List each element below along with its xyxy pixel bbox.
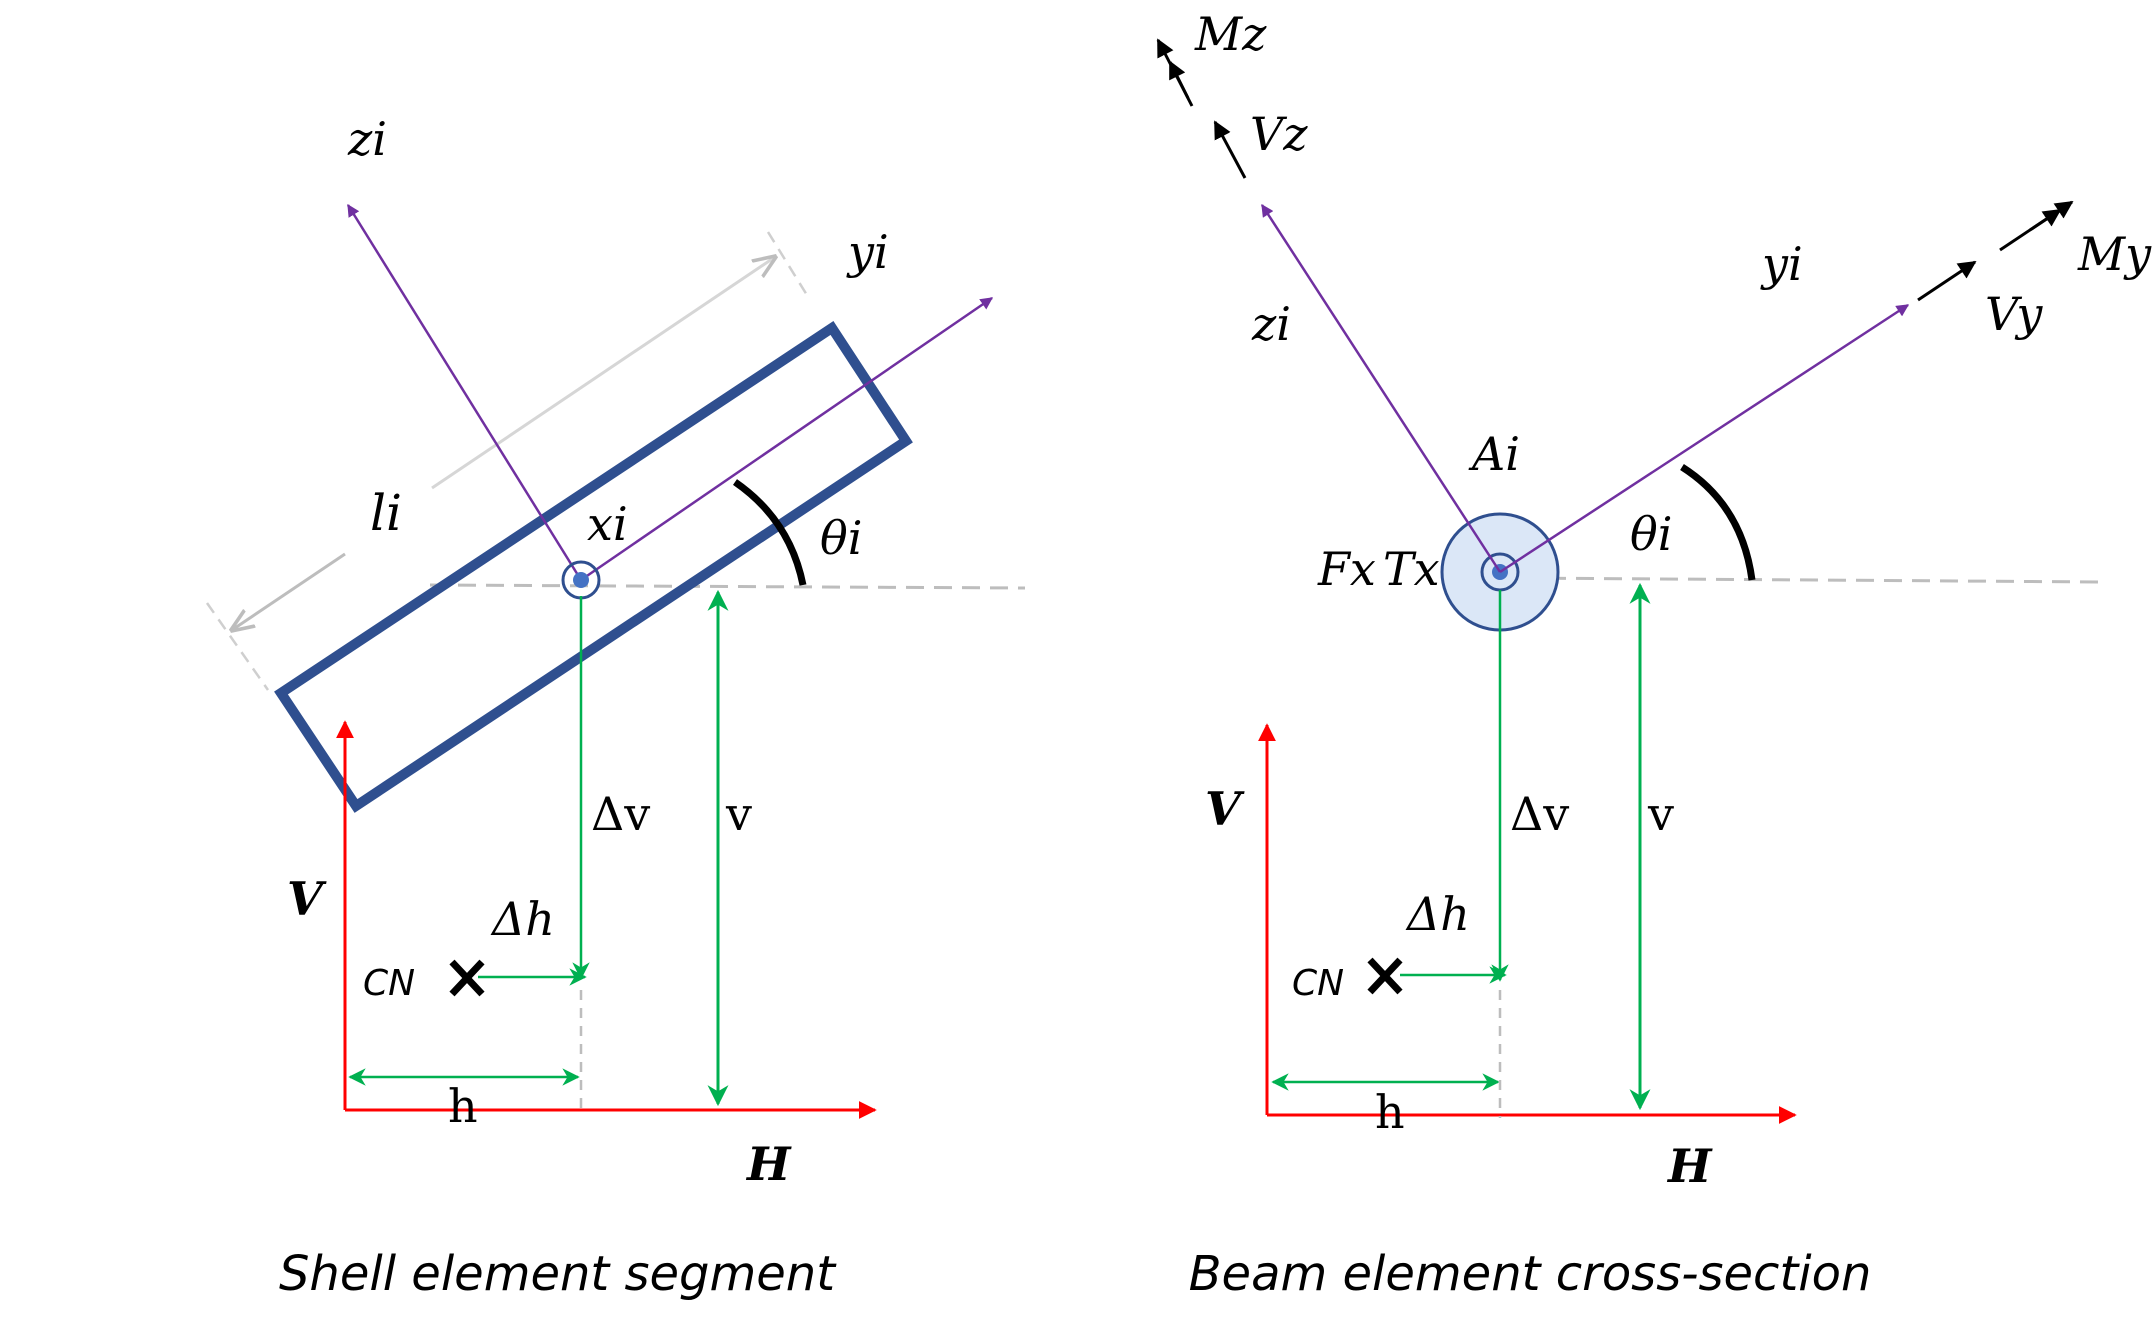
shell-y-label: yi	[846, 225, 889, 279]
shell-angle-label: θi	[820, 511, 862, 565]
beam-vy-arrow	[1917, 260, 1977, 302]
shell-H-label: H	[745, 1137, 792, 1191]
shell-length-dimension	[205, 231, 812, 691]
shell-h-label: h	[448, 1079, 478, 1133]
beam-fx-label: Fx	[1317, 542, 1376, 596]
beam-dv-label: Δv	[1510, 787, 1569, 841]
shell-cn-marker	[449, 959, 485, 997]
beam-panel: Mz Vz zi yi My Vy Ai Fx Tx θi Δv v Δh h …	[1156, 7, 2152, 1302]
beam-vy-label: Vy	[1985, 287, 2043, 341]
shell-segment-outline	[274, 321, 913, 813]
shell-y-axis	[580, 296, 994, 582]
beam-my-arrow	[1999, 200, 2074, 252]
shell-reference-line	[429, 583, 1026, 590]
beam-H-label: H	[1666, 1139, 1713, 1193]
shell-length-label: li	[370, 484, 402, 542]
beam-z-label: zi	[1251, 297, 1291, 351]
beam-v-label: v	[1647, 787, 1674, 841]
beam-vz-arrow	[1213, 120, 1247, 179]
shell-node-center	[573, 572, 589, 588]
beam-tx-label: Tx	[1383, 542, 1440, 596]
beam-caption: Beam element cross-section	[1189, 1246, 1872, 1302]
shell-cn-label: CN	[363, 963, 415, 1004]
beam-reference-line	[1519, 576, 2106, 584]
beam-cn-marker	[1367, 957, 1403, 995]
beam-cn-label: CN	[1292, 963, 1344, 1004]
beam-mz-arrow	[1156, 38, 1194, 107]
beam-h-label: h	[1375, 1085, 1405, 1139]
shell-dh-label: Δh	[490, 892, 555, 946]
beam-mz-label: Mz	[1194, 7, 1267, 61]
beam-z-axis	[1260, 203, 1502, 573]
beam-y-axis	[1499, 303, 1910, 574]
beam-y-label: yi	[1760, 237, 1803, 291]
beam-area-label: Ai	[1468, 427, 1520, 481]
shell-x-label: xi	[587, 497, 628, 551]
shell-v-label: v	[725, 787, 752, 841]
beam-angle-arc	[1680, 464, 1756, 581]
shell-z-axis	[346, 203, 583, 581]
shell-V-label: V	[287, 872, 327, 926]
beam-my-label: My	[2077, 227, 2152, 281]
shell-z-label: zi	[347, 112, 387, 166]
shell-panel: zi yi xi li θi Δv v Δh h V H CN Shell el…	[205, 112, 1026, 1302]
shell-dv-label: Δv	[591, 787, 650, 841]
beam-angle-label: θi	[1630, 507, 1672, 561]
shell-angle-arc	[733, 479, 807, 586]
beam-vz-label: Vz	[1250, 107, 1308, 161]
shell-caption: Shell element segment	[279, 1246, 837, 1302]
beam-dh-label: Δh	[1405, 887, 1470, 941]
beam-V-label: V	[1205, 782, 1245, 836]
